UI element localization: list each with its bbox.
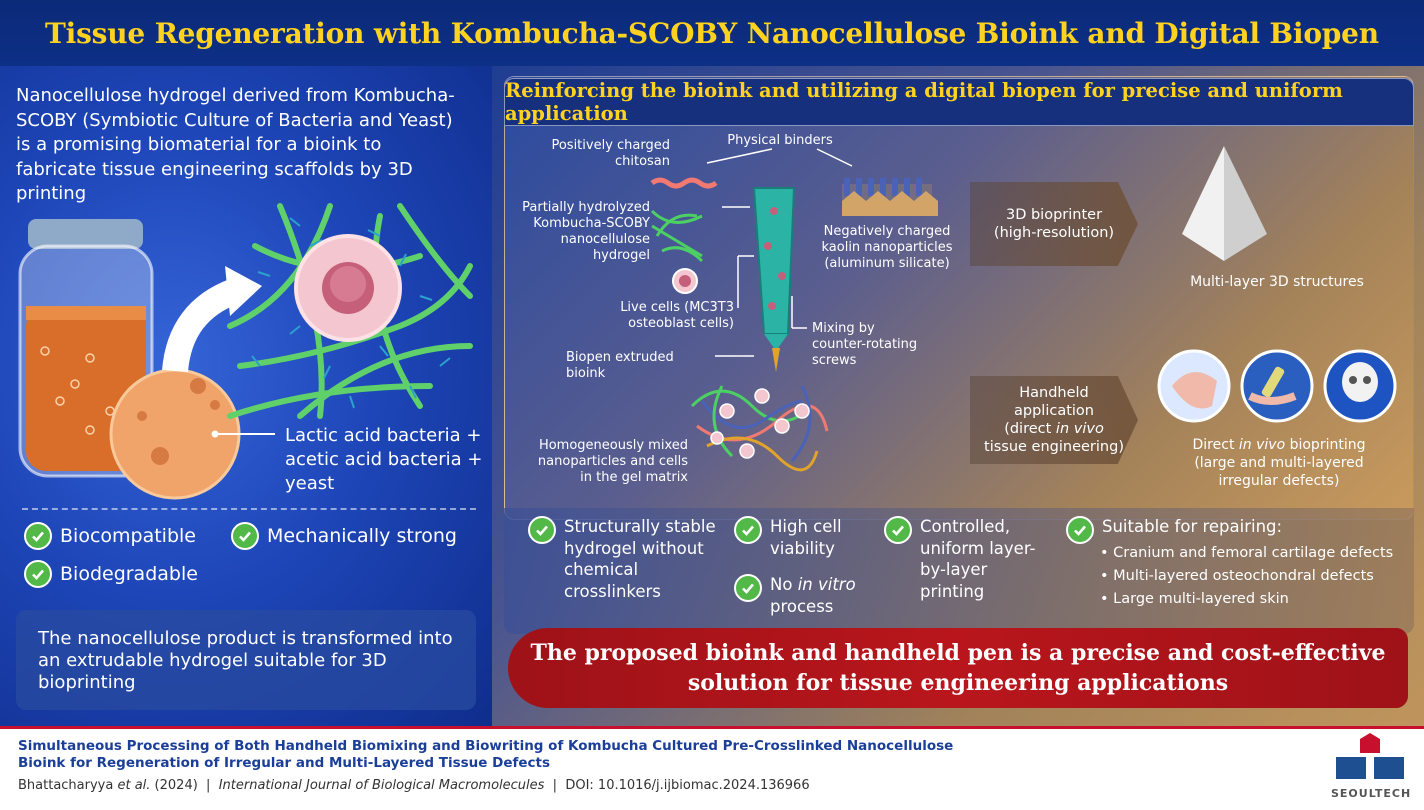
title-banner: Tissue Regeneration with Kombucha-SCOBY … (0, 0, 1424, 66)
logo-text: SEOULTECH (1331, 787, 1412, 800)
check-icon (24, 560, 52, 588)
dashed-divider (22, 508, 476, 510)
features-box (504, 508, 1414, 634)
feature-cell-viability: High cell viability (734, 516, 874, 559)
multilayer-label: Multi-layer 3D structures (1190, 274, 1364, 290)
direct-in-vivo-label: Direct in vivo bioprinting (large and mu… (1192, 437, 1366, 489)
binders-label: Physical binders (727, 133, 833, 148)
check-icon (231, 522, 259, 550)
conclusion-banner: The proposed bioink and handheld pen is … (508, 628, 1408, 708)
extruded-label: Biopen extruded bioink (566, 350, 674, 381)
citation-line: Bhattacharyya et al. (2024) | Internatio… (18, 778, 810, 793)
feature-repairing: Suitable for repairing: (1066, 516, 1326, 544)
summary-box: The nanocellulose product is transformed… (16, 610, 476, 710)
feature-stable-hydrogel: Structurally stable hydrogel without che… (528, 516, 718, 602)
bacteria-label: Lactic acid bacteria + acetic acid bacte… (285, 425, 483, 494)
right-panel: Reinforcing the bioink and utilizing a d… (492, 66, 1424, 726)
property-mechanically-strong: Mechanically strong (231, 522, 457, 550)
property-biodegradable: Biodegradable (24, 560, 198, 588)
left-panel: Nanocellulose hydrogel derived from Komb… (0, 66, 492, 726)
check-icon (734, 516, 762, 544)
page-title: Tissue Regeneration with Kombucha-SCOBY … (45, 16, 1379, 50)
check-icon (24, 522, 52, 550)
feature-layer-printing: Controlled, uniform layer-by-layer print… (884, 516, 1044, 602)
biopen-illustration (650, 146, 1397, 472)
paper-title: Simultaneous Processing of Both Handheld… (18, 738, 954, 771)
bioprinter-chevron: 3D bioprinter(high-resolution) (970, 182, 1138, 266)
scoby-illustration (18, 203, 473, 500)
check-icon (528, 516, 556, 544)
repair-bullet-list: • Cranium and femoral cartilage defects … (1100, 545, 1394, 607)
check-icon (1066, 516, 1094, 544)
process-area (504, 76, 1414, 520)
seoultech-logo (1336, 733, 1404, 779)
check-icon (734, 574, 762, 602)
property-biocompatible: Biocompatible (24, 522, 196, 550)
check-icon (884, 516, 912, 544)
citation-footer: Simultaneous Processing of Both Handheld… (0, 726, 1424, 810)
intro-text: Nanocellulose hydrogel derived from Komb… (16, 85, 455, 204)
sub-header: Reinforcing the bioink and utilizing a d… (504, 78, 1414, 126)
